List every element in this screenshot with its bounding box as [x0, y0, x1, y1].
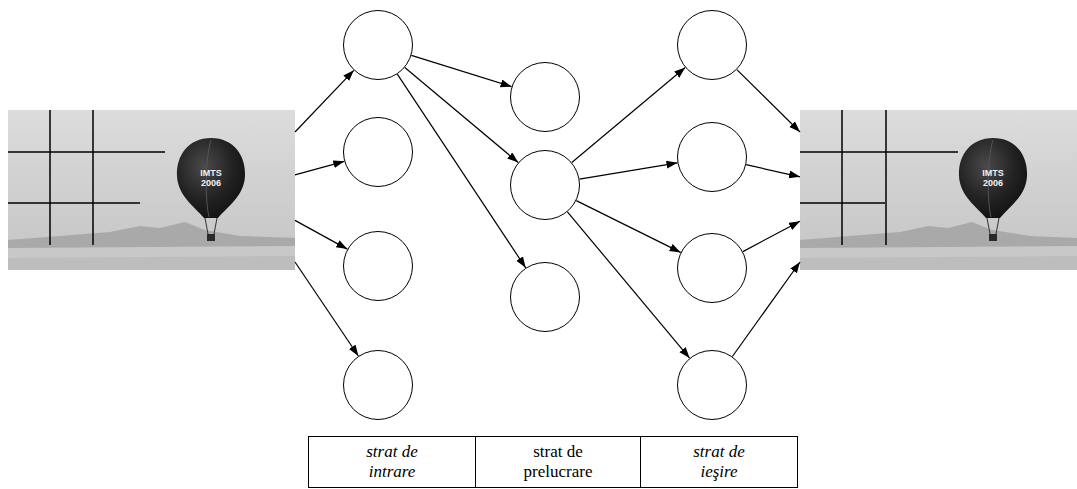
arrow-connector [295, 70, 354, 132]
neuron-circle [343, 10, 413, 80]
table-cell: strat de prelucrare [475, 436, 641, 488]
neuron-circle [343, 350, 413, 420]
layer-label: strat de prelucrare [516, 442, 600, 482]
balloon-lettering: IMTS 2006 [978, 168, 1008, 188]
neuron-circle [343, 231, 413, 301]
layer-label: strat de ieşire [679, 442, 759, 482]
neuron-circle [677, 10, 747, 80]
arrow-connector [743, 221, 800, 251]
arrow-connector [397, 74, 525, 268]
arrow-connector [295, 161, 344, 175]
arrow-connector [295, 220, 347, 249]
neuron-circle [677, 350, 747, 420]
arrow-connector [746, 165, 800, 177]
photo-frame: IMTS 2006 [800, 110, 1077, 270]
arrow-connector [405, 68, 518, 163]
arrow-connector [580, 163, 678, 179]
neuron-circle [677, 233, 747, 303]
arrow-connector [737, 70, 800, 132]
layer-label: strat de intrare [352, 442, 432, 482]
left-photo [8, 110, 295, 270]
table-cell: strat de ieşire [640, 436, 798, 488]
arrow-connector [567, 212, 689, 358]
right-photo [800, 110, 1077, 270]
neuron-circle [677, 122, 747, 192]
neuron-circle [510, 262, 580, 332]
neuron-circle [510, 150, 580, 220]
photo-frame: IMTS 2006 [8, 110, 295, 270]
neuron-circle [510, 62, 580, 132]
arrow-connector [576, 201, 680, 253]
arrow-connector [411, 55, 511, 86]
arrow-connector [572, 68, 685, 163]
table-cell: strat de intrare [308, 436, 476, 488]
balloon-lettering: IMTS 2006 [196, 168, 226, 188]
neuron-circle [343, 117, 413, 187]
